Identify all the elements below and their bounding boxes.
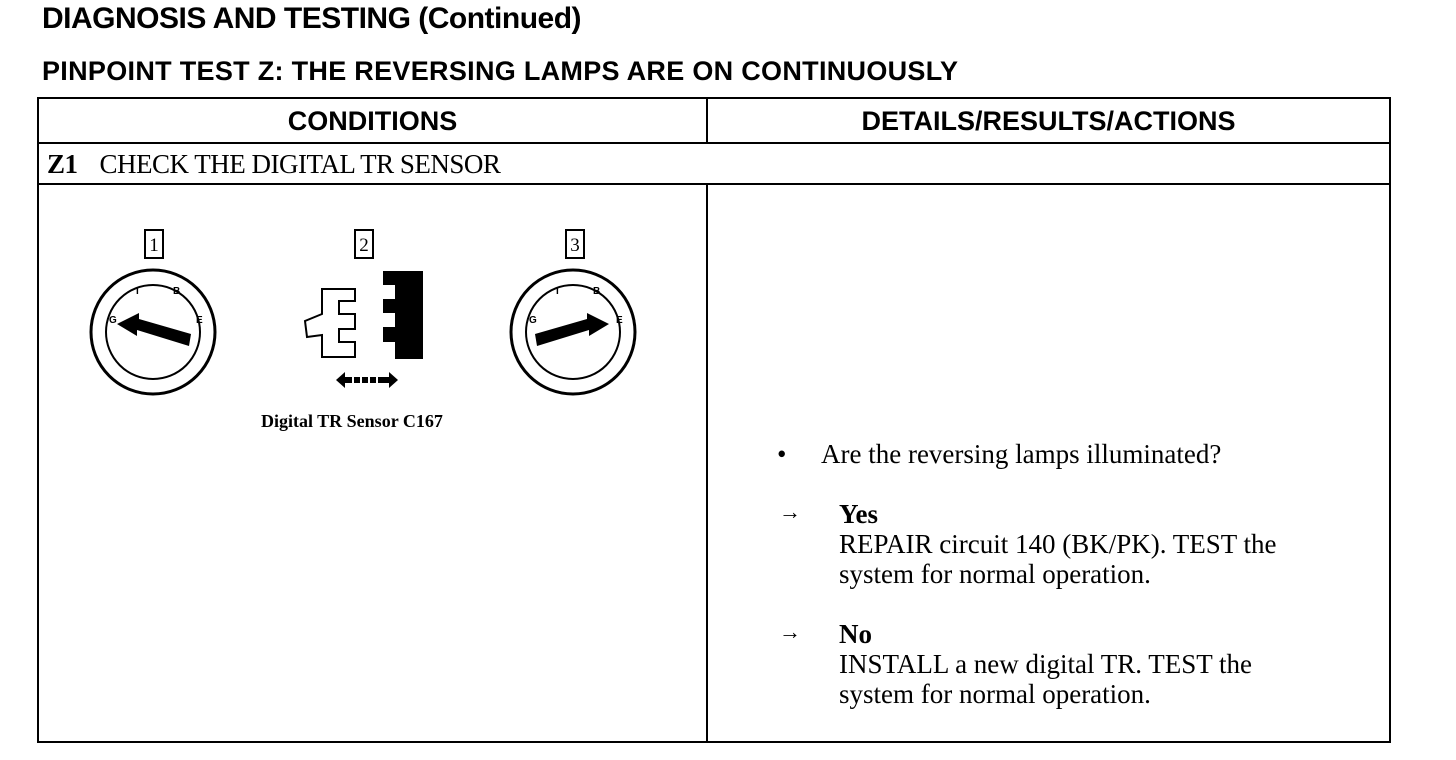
dial-letter: B: [593, 286, 600, 297]
pinpoint-test-title: PINPOINT TEST Z: THE REVERSING LAMPS ARE…: [42, 56, 959, 86]
arrow-right-icon: →: [779, 619, 801, 644]
question-item: • Are the reversing lamps illuminated?: [777, 439, 1367, 469]
step-id: Z1: [47, 149, 78, 179]
result-no: → No INSTALL a new digital TR. TEST the …: [777, 619, 1367, 709]
label-3: 3: [570, 235, 580, 256]
column-divider: [706, 183, 708, 741]
result-answer: Yes: [839, 499, 878, 529]
bullet-icon: •: [777, 439, 787, 469]
pinpoint-test-table: CONDITIONS DETAILS/RESULTS/ACTIONS Z1 CHE…: [37, 97, 1391, 743]
figure-caption: Digital TR Sensor C167: [261, 411, 443, 431]
label-box-3: 3: [565, 229, 585, 259]
dial-letter: E: [616, 315, 623, 326]
dial-letter: I: [136, 286, 139, 297]
ignition-dial-right-icon: G I B E: [509, 268, 637, 396]
dial-letter: G: [109, 315, 117, 326]
ignition-dial-left-icon: G I B E: [89, 268, 217, 396]
details-results-actions: • Are the reversing lamps illuminated? →…: [777, 439, 1367, 709]
result-answer: No: [839, 619, 872, 649]
result-action-line: system for normal operation.: [839, 559, 1151, 589]
question-text: Are the reversing lamps illuminated?: [821, 439, 1222, 469]
label-box-1: 1: [144, 229, 164, 259]
step-row: Z1 CHECK THE DIGITAL TR SENSOR: [47, 149, 501, 180]
result-action-line: REPAIR circuit 140 (BK/PK). TEST the: [839, 529, 1277, 559]
result-yes: → Yes REPAIR circuit 140 (BK/PK). TEST t…: [777, 499, 1367, 589]
header-divider: [39, 142, 1389, 144]
arrow-right-icon: →: [779, 499, 801, 524]
label-1: 1: [149, 235, 159, 256]
dial-letter: G: [529, 315, 537, 326]
label-box-2: 2: [354, 229, 374, 259]
dial-letter: B: [173, 286, 180, 297]
conditions-column-header: CONDITIONS: [287, 106, 458, 136]
step-title: CHECK THE DIGITAL TR SENSOR: [99, 149, 501, 179]
digital-tr-sensor-illustration: 1 2 3 G I B E: [89, 229, 637, 396]
connector-icon: [303, 271, 423, 388]
label-2: 2: [359, 235, 369, 256]
details-column-header: DETAILS/RESULTS/ACTIONS: [861, 106, 1236, 136]
dial-letter: E: [196, 315, 203, 326]
result-action-line: system for normal operation.: [839, 679, 1151, 709]
page-title: DIAGNOSIS AND TESTING (Continued): [42, 2, 582, 35]
step-divider: [39, 183, 1389, 185]
column-divider-top: [706, 99, 708, 142]
result-action-line: INSTALL a new digital TR. TEST the: [839, 649, 1253, 679]
dial-letter: I: [556, 286, 559, 297]
